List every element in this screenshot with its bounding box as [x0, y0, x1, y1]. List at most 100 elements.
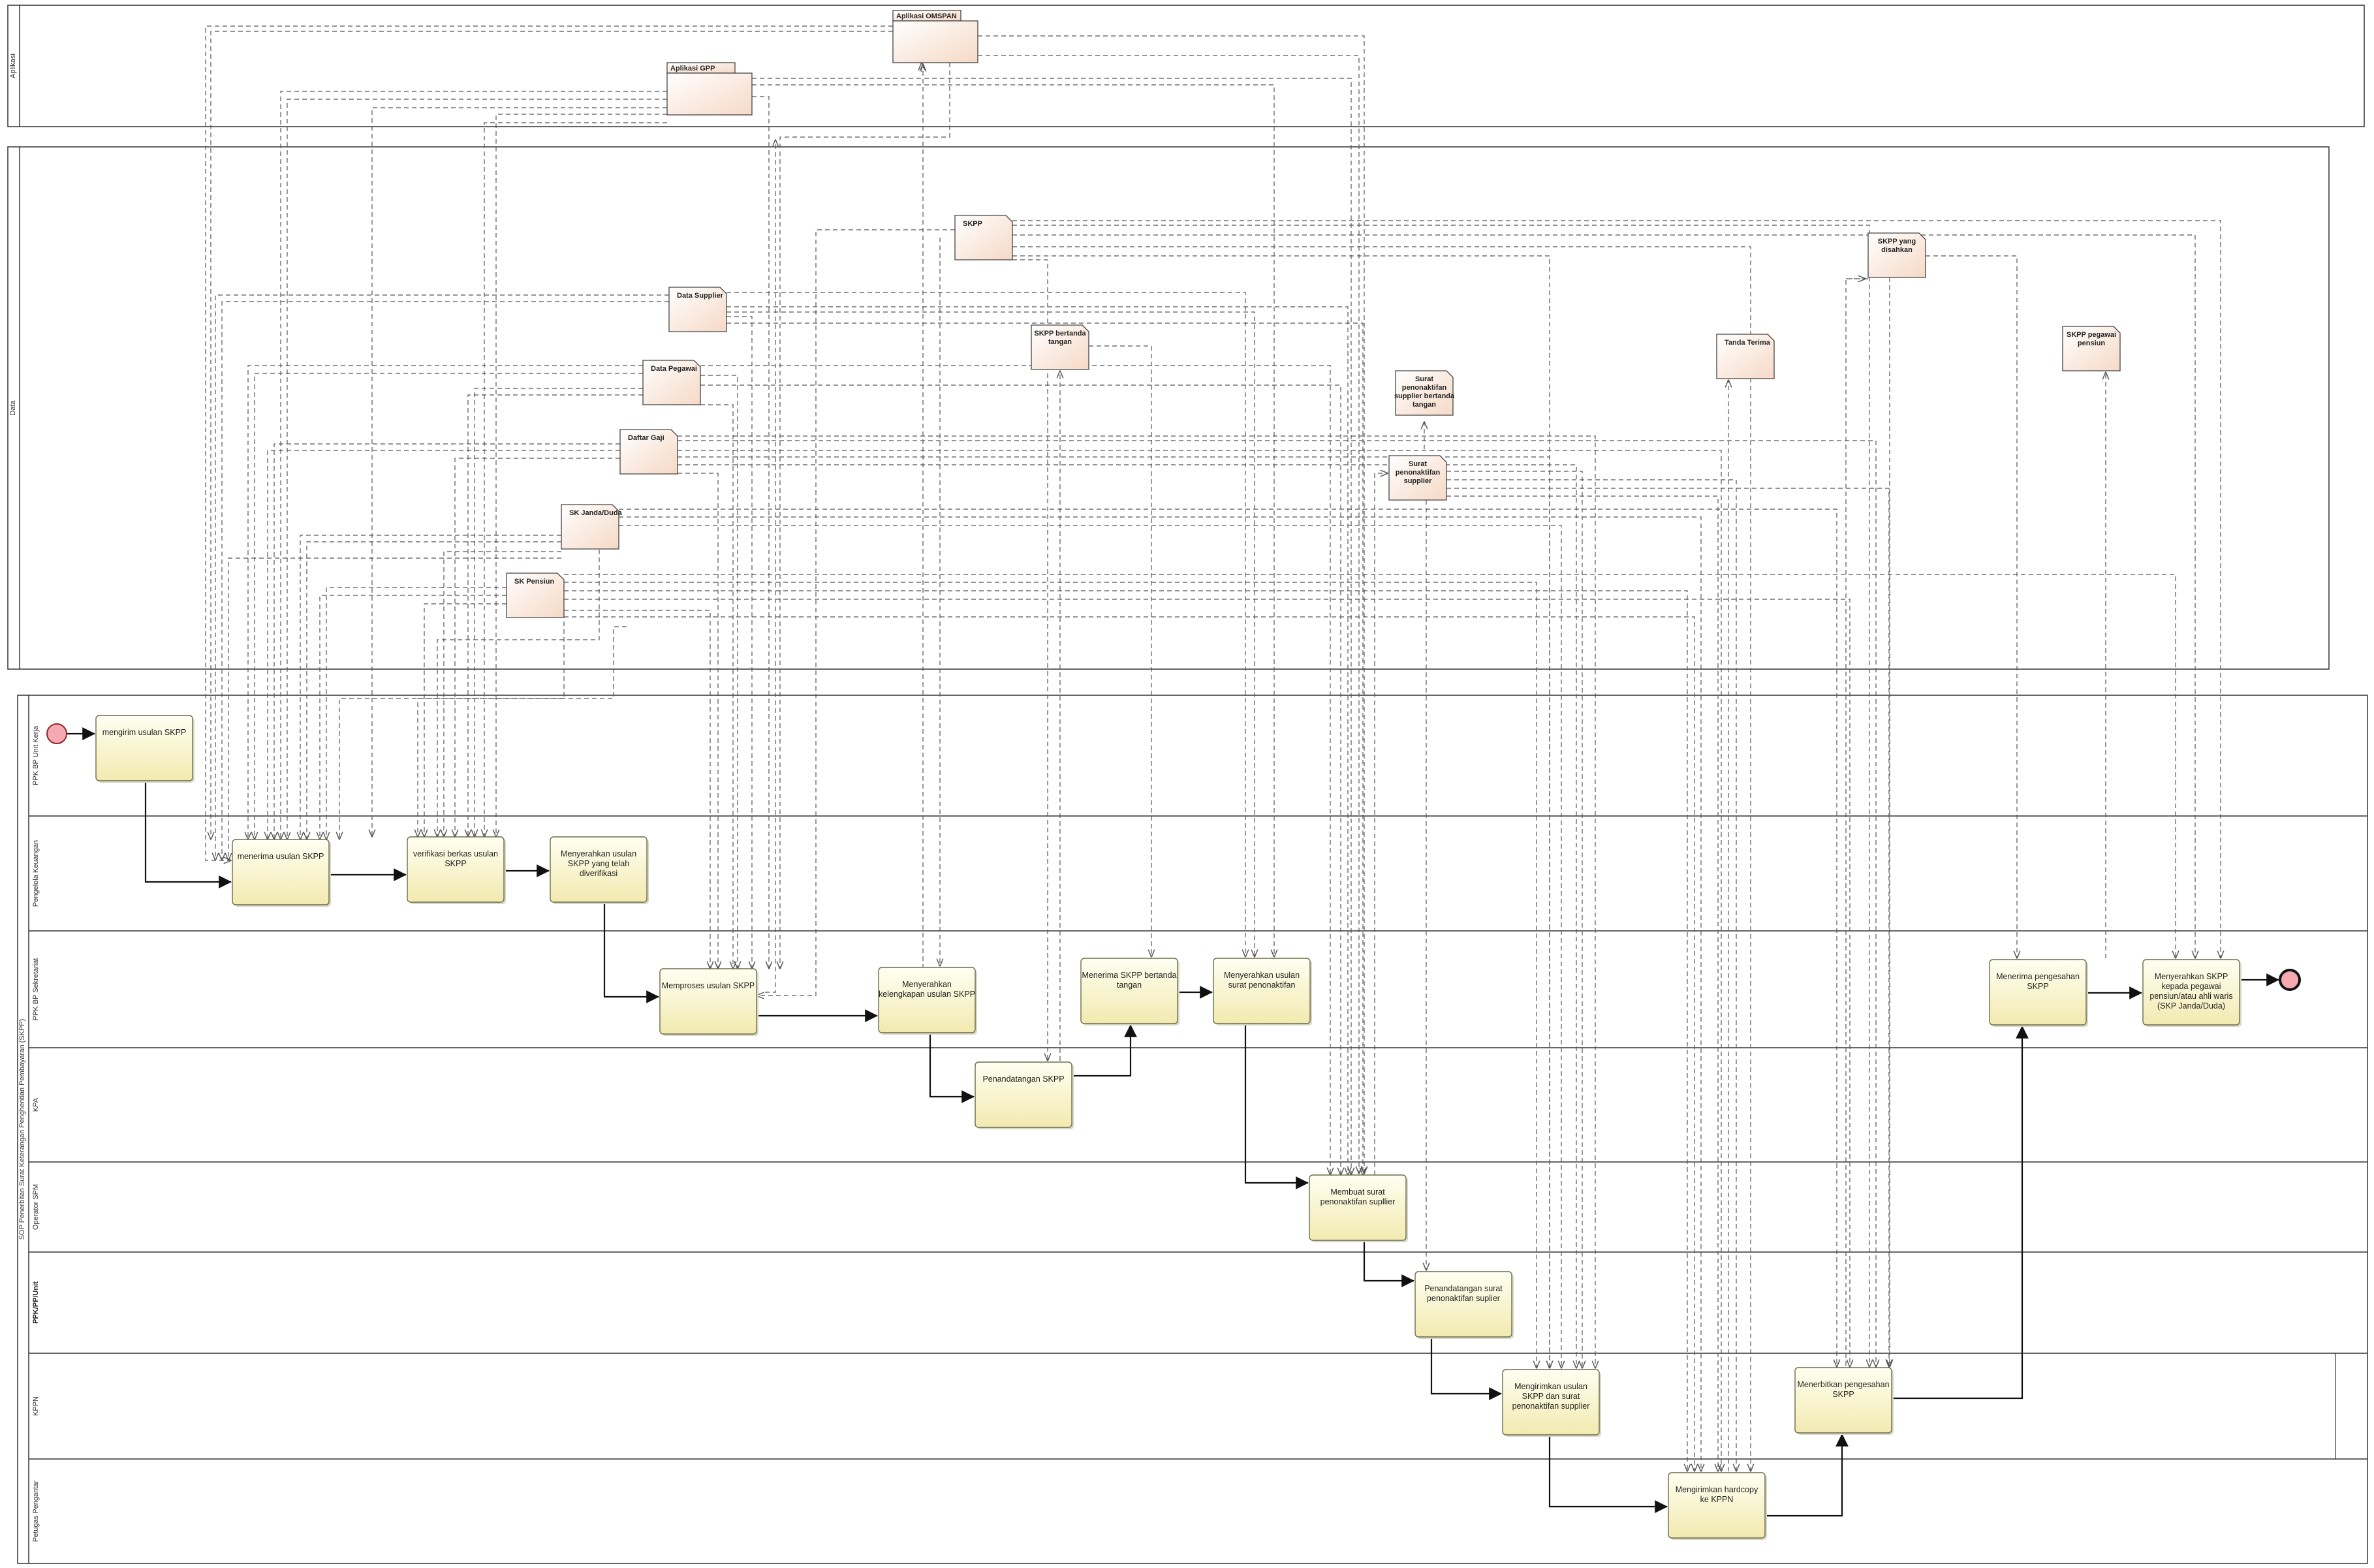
association [475, 388, 643, 837]
association [726, 292, 1245, 957]
association [1374, 473, 1388, 1175]
task-label: Menyerahkan SKPP [2155, 972, 2228, 981]
data-object-label: penonaktifan [1402, 384, 1447, 392]
association [228, 557, 561, 860]
sequence-flow [144, 781, 232, 888]
lane-label-operator: Operator SPM [32, 1184, 40, 1230]
data-object-skpensiun[interactable]: SK Pensiun [506, 572, 565, 618]
sequence-flow [929, 1033, 975, 1103]
task-label: Membuat surat [1330, 1187, 1385, 1197]
task-t7[interactable]: Penandatangan SKPP [975, 1061, 1074, 1129]
lane-kpa: KPA [29, 1047, 2367, 1112]
lane-label-pengelola: Pengelola Keuangan [32, 840, 40, 907]
association [726, 311, 1255, 957]
data-object-datasupplier[interactable]: Data Supplier [668, 287, 727, 332]
lane-label-kpa: KPA [32, 1097, 40, 1112]
association [678, 456, 1550, 1368]
task-t1[interactable]: mengirim usulan SKPP [95, 715, 195, 783]
association [726, 322, 1363, 1175]
association [752, 84, 1274, 957]
association [564, 610, 710, 969]
sequence-flow [1548, 1435, 1668, 1513]
data-object-daftargaji[interactable]: Daftar Gaji [619, 429, 678, 475]
task-label: Menyerahkan usulan [561, 849, 636, 858]
task-label: SKPP [1832, 1390, 1854, 1399]
data-object-label: penonaktifan [1396, 469, 1441, 477]
task-t5[interactable]: Memproses usulan SKPP [659, 968, 758, 1036]
task-label: SKPP [445, 859, 466, 868]
data-object-datapegawai[interactable]: Data Pegawai [642, 360, 701, 405]
task-label: Menyerahkan usulan [1224, 971, 1300, 980]
association [455, 458, 620, 837]
lane-label-petugas: Petugas Pengantar [32, 1481, 40, 1543]
task-label: kepada pegawai [2161, 982, 2221, 991]
data-object-skpp[interactable]: SKPP [954, 215, 1013, 260]
association [1089, 345, 1151, 957]
sequence-flow [1765, 1434, 1849, 1517]
association [1926, 255, 2017, 958]
association [222, 301, 669, 860]
association [339, 626, 627, 839]
task-t2[interactable]: menerima usulan SKPP [232, 839, 331, 907]
app-label-omspan: Aplikasi OMSPAN [896, 12, 957, 20]
pool-process: SOP Penerbitan Surat Keterangan Penghent… [17, 695, 2368, 1564]
start-event[interactable] [46, 723, 67, 744]
association [215, 294, 669, 860]
data-object-label: Surat [1415, 375, 1433, 383]
association [700, 375, 738, 969]
app-gpp[interactable]: Aplikasi GPP [666, 62, 753, 116]
task-label: Menerima pengesahan [1996, 972, 2080, 981]
task-label: ke KPPN [1700, 1495, 1734, 1504]
association [205, 25, 893, 860]
association [752, 96, 769, 969]
app-omspan[interactable]: Aplikasi OMSPAN [892, 10, 978, 63]
association [1446, 495, 1718, 1471]
association [1012, 259, 1048, 1061]
data-object-label: Surat [1409, 460, 1427, 468]
data-object-label: Data Supplier [677, 292, 724, 300]
end-event[interactable] [2279, 969, 2301, 991]
association [564, 599, 1850, 1367]
data-object-label: Data Pegawai [651, 365, 697, 373]
association [287, 99, 667, 839]
data-object-skjanda[interactable]: SK Janda/Duda [561, 504, 623, 550]
association [211, 31, 893, 839]
task-label: SKPP yang telah [568, 859, 629, 868]
data-object-tandaterima[interactable]: Tanda Terima [1716, 334, 1775, 379]
data-object-label: tangan [1048, 338, 1072, 346]
task-label: tangan [1117, 980, 1142, 990]
task-label: (SKP Janda/Duda) [2157, 1001, 2225, 1011]
association [619, 516, 1701, 1471]
data-object-label: Tanda Terima [1725, 339, 1771, 347]
task-label: Menerbitkan pengesahan [1797, 1380, 1889, 1389]
task-label: Penandatangan SKPP [982, 1074, 1064, 1084]
task-label: mengirim usulan SKPP [102, 728, 187, 737]
task-label: Memproses usulan SKPP [662, 981, 755, 990]
data-object-label: tangan [1413, 401, 1436, 409]
task-label: kelengkapan usulan SKPP [879, 990, 975, 999]
association [564, 590, 1687, 1471]
association [978, 55, 1359, 1174]
task-label: Menerima SKPP bertanda [1082, 971, 1177, 980]
lane-operator: Operator SPM [29, 1161, 2367, 1230]
data-object-label: SKPP pegawai [2067, 331, 2116, 339]
association [496, 114, 667, 837]
